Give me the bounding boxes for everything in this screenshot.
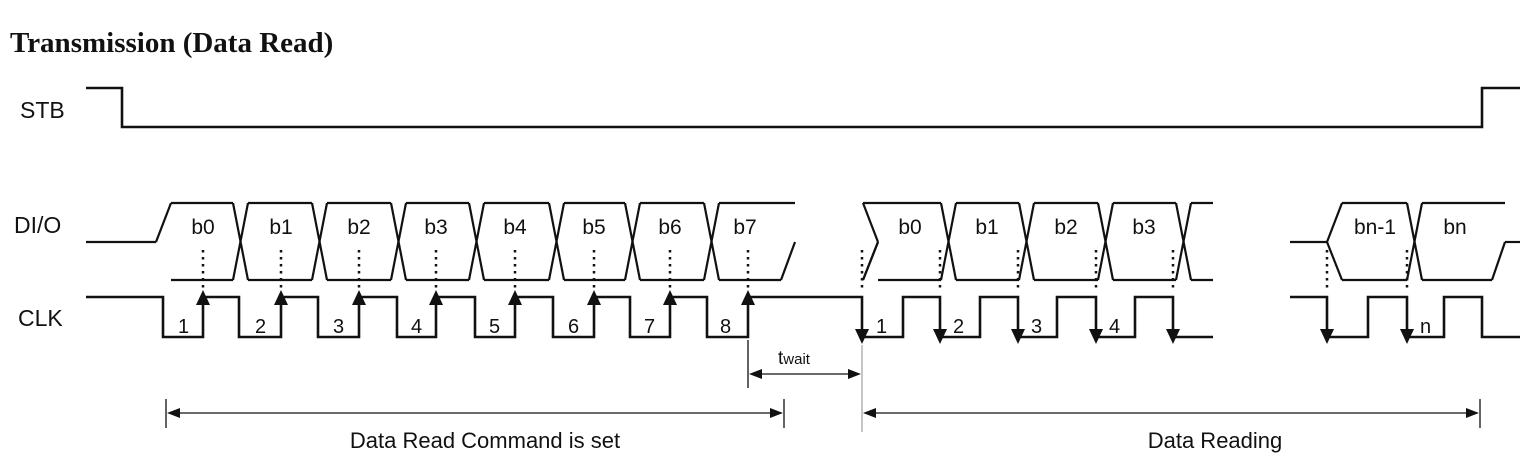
dio-bit-label: b4 [503,216,527,239]
command-phase-label: Data Read Command is set [350,428,620,453]
dio-bit-label: b3 [424,216,447,239]
dio-bit-label: b0 [191,216,214,239]
dio-read-bus [861,201,1213,282]
dio-bit-label: b6 [658,216,681,239]
dio-bit-label: b7 [733,216,756,239]
clk-waveform [86,295,1213,339]
diagram-title: Transmission (Data Read) [10,27,333,59]
dio-bit-label: b1 [269,216,292,239]
clk-label: CLK [18,305,63,331]
clk-number-label: n [1420,316,1431,338]
reading-phase-label: Data Reading [1148,428,1283,453]
dio-bit-label: bn-1 [1354,216,1396,239]
clk-number-label: 4 [1109,316,1120,338]
clk-number-label: 3 [333,316,344,338]
dio-bit-label: bn [1443,216,1466,239]
stb-label: STB [20,97,65,123]
twait-main: t [778,348,784,369]
clk-number-label: 1 [178,316,189,338]
clk-number-label: 7 [644,316,655,338]
clk-number-label: 5 [489,316,500,338]
clk-number-label: 2 [255,316,266,338]
rising-edge-arrows [196,290,755,305]
dio-bit-label: b3 [1132,216,1155,239]
clk-number-label: 3 [1031,316,1042,338]
dio-bit-label: b1 [975,216,998,239]
dio-bit-label: b0 [898,216,921,239]
clk-number-label: 1 [876,316,887,338]
dio-bit-label: b2 [1054,216,1077,239]
dio-bit-label: b5 [582,216,605,239]
dio-bit-label: b2 [347,216,370,239]
sampling-dotted-lines [201,250,1409,292]
dio-write-bus [86,201,797,282]
twait-label: twait [778,348,811,369]
falling-edge-arrows [855,329,1414,344]
clk-number-label: 2 [953,316,964,338]
clk-number-label: 4 [411,316,422,338]
stb-waveform [86,86,1520,129]
dio-tail-bus [1290,201,1520,282]
clk-number-label: 6 [568,316,579,338]
reading-phase-bracket [863,399,1481,428]
clk-number-label: 8 [720,316,731,338]
command-phase-bracket [165,399,785,428]
twait-marker [747,340,863,432]
twait-sub: wait [782,351,811,368]
dio-label: DI/O [14,212,61,238]
